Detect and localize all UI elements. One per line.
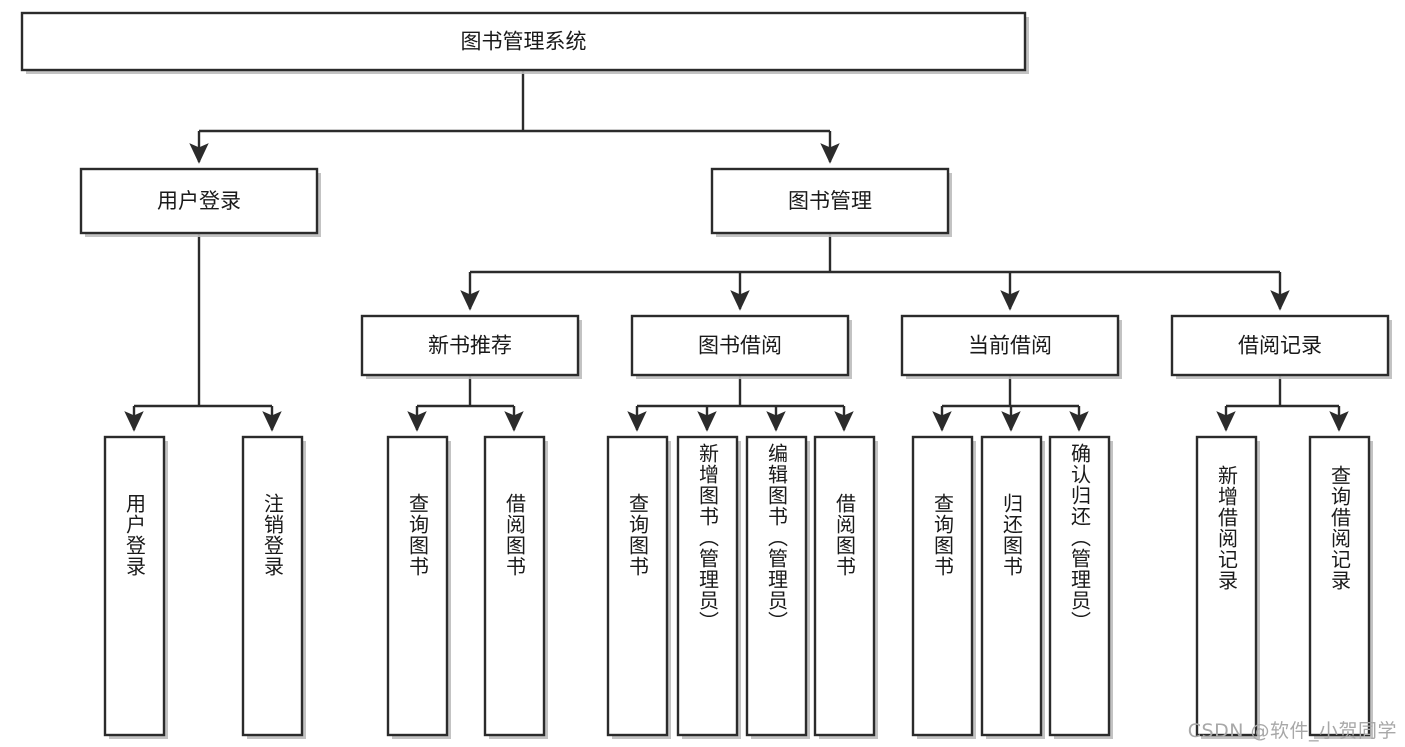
node-book-borrow[interactable] [630, 314, 850, 377]
node-leaf-borrow-book-1[interactable] [483, 435, 546, 737]
node-leaf-query-book-3[interactable] [911, 435, 974, 737]
node-new-book-rec[interactable] [360, 314, 580, 377]
node-root[interactable] [20, 11, 1027, 72]
node-leaf-logout[interactable] [241, 435, 304, 737]
node-leaf-query-book-1[interactable] [386, 435, 449, 737]
borrow-record-node-label: 借阅记录 [1238, 334, 1322, 358]
node-leaf-add-record[interactable] [1195, 435, 1258, 737]
node-leaf-return-book[interactable] [980, 435, 1043, 737]
book-borrow-node-label: 图书借阅 [698, 334, 782, 358]
node-leaf-query-record[interactable] [1308, 435, 1371, 737]
current-borrow-node-label: 当前借阅 [968, 334, 1052, 358]
node-book-manage[interactable] [710, 167, 950, 235]
root-node-label: 图书管理系统 [461, 30, 587, 54]
node-leaf-edit-book[interactable] [745, 435, 808, 737]
node-leaf-user-login[interactable] [103, 435, 166, 737]
new-book-rec-node-label: 新书推荐 [428, 334, 512, 358]
node-leaf-add-book[interactable] [676, 435, 739, 737]
node-borrow-record[interactable] [1170, 314, 1390, 377]
connector-layer [124, 70, 1349, 432]
node-leaf-borrow-book-2[interactable] [813, 435, 876, 737]
node-user-login[interactable] [79, 167, 319, 235]
node-current-borrow[interactable] [900, 314, 1120, 377]
book-manage-node-label: 图书管理 [788, 189, 872, 213]
node-leaf-query-book-2[interactable] [606, 435, 669, 737]
watermark: CSDN @软件_小贺同学 [1187, 720, 1397, 742]
user-login-node-label: 用户登录 [157, 189, 241, 213]
node-leaf-confirm-return[interactable] [1048, 435, 1111, 737]
node-layer: 图书管理系统 用户登录 图书管理 新书推荐 图书借阅 当前借阅 借阅记录 [20, 11, 1392, 739]
